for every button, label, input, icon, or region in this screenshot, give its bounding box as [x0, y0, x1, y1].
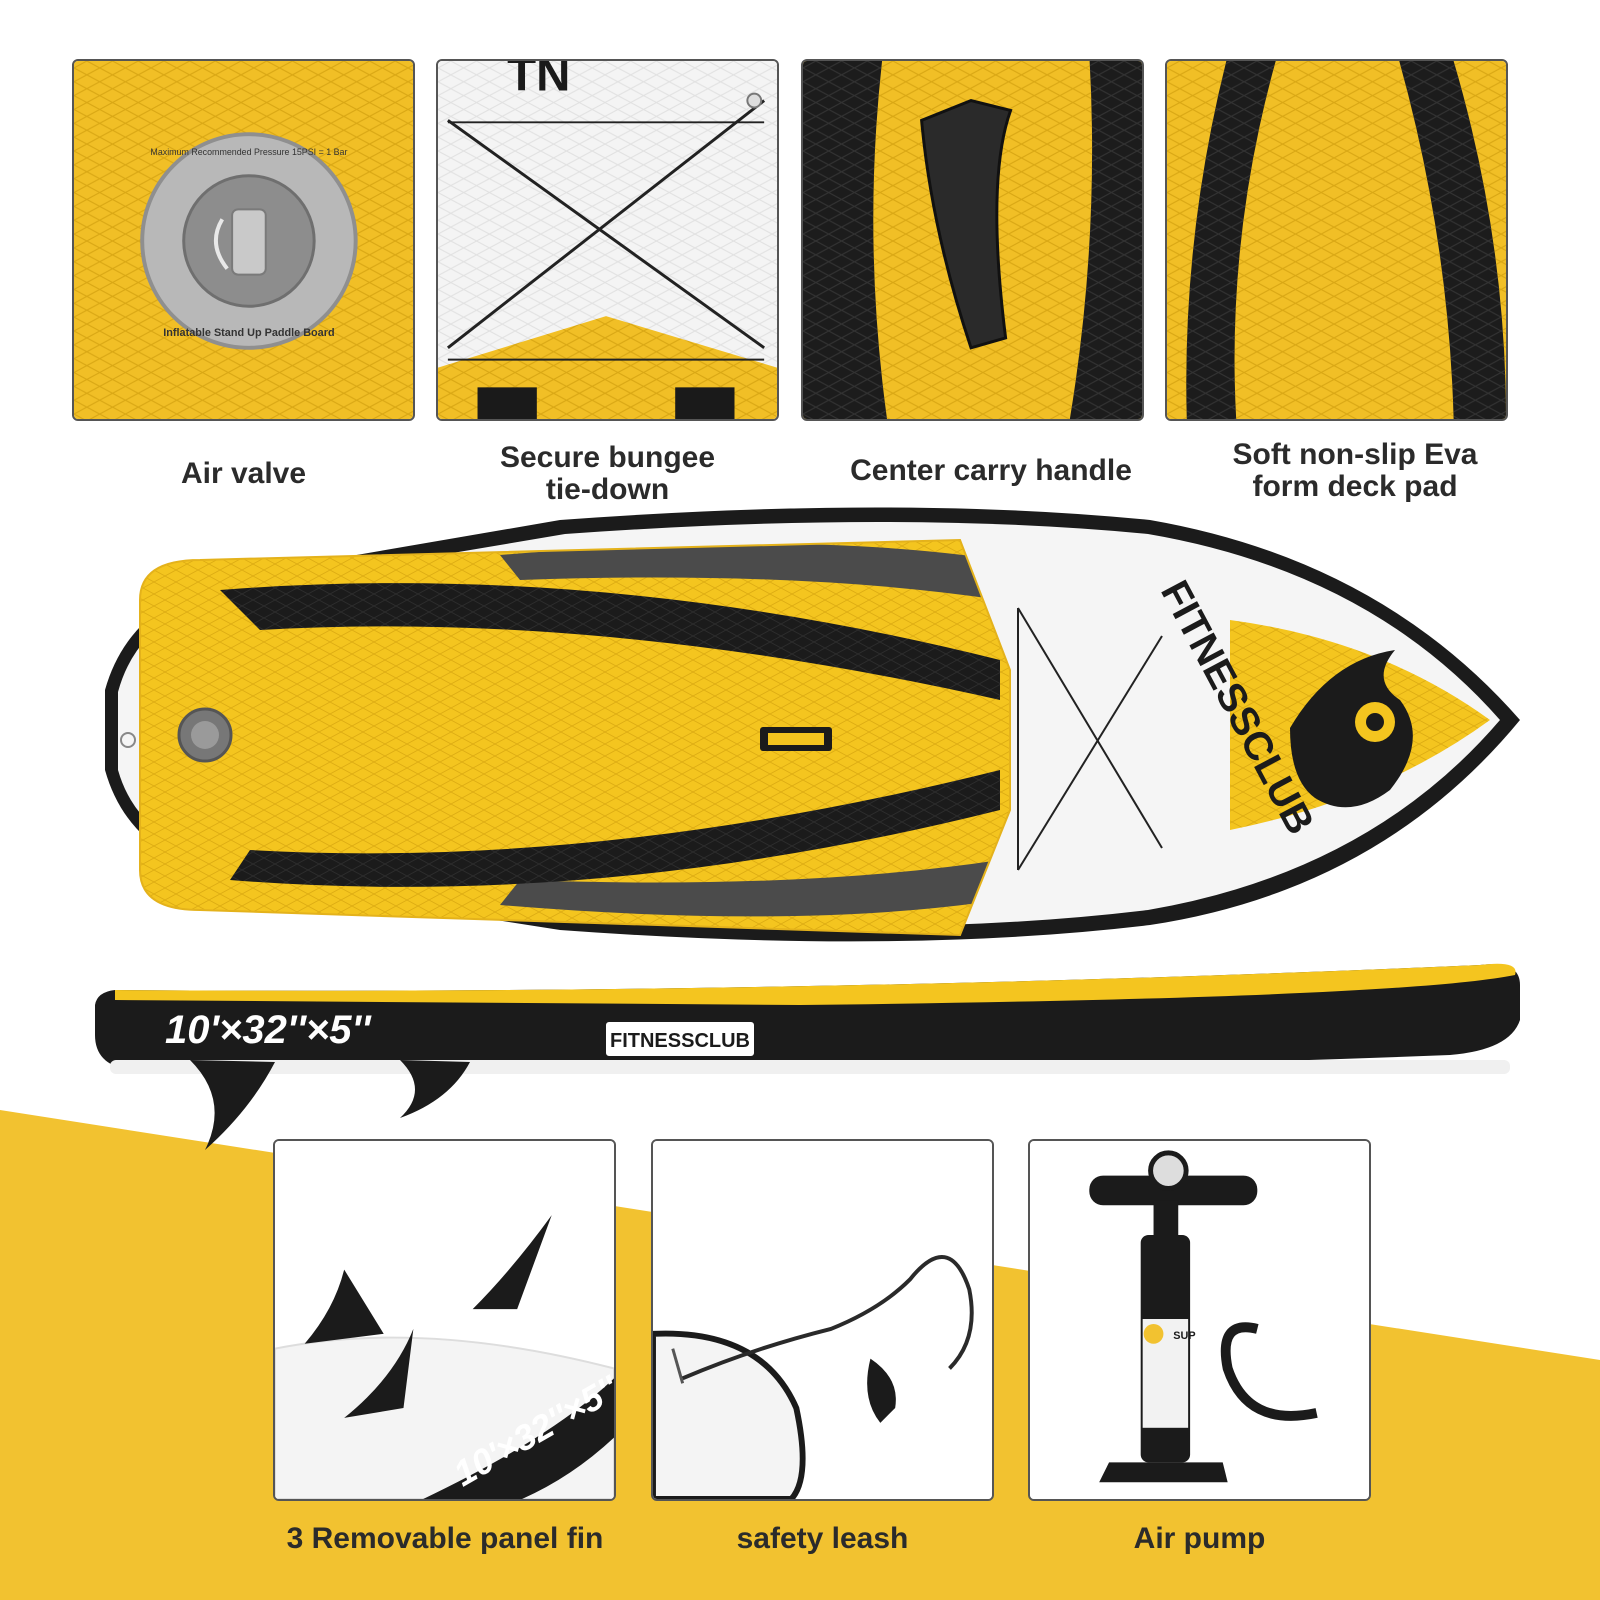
- fin-icon: [472, 1215, 552, 1310]
- bungee-photo: TN: [436, 59, 779, 421]
- svg-text:Maximum Recommended Pressure 1: Maximum Recommended Pressure 15PSI = 1 B…: [150, 147, 347, 157]
- pump-handle-icon: [1089, 1175, 1258, 1206]
- fin-icon: [304, 1269, 384, 1344]
- deck-pad-caption-line2: form deck pad: [1252, 470, 1458, 503]
- ankle-cuff-icon: [867, 1358, 896, 1423]
- pump-caption: Air pump: [1133, 1522, 1266, 1555]
- pump-hose-icon: [1220, 1322, 1318, 1421]
- carry-handle-photo: [801, 59, 1144, 421]
- pressure-gauge-icon: [1148, 1150, 1189, 1191]
- leash-coil-icon: [681, 1255, 974, 1381]
- air-valve-photo: Maximum Recommended Pressure 15PSI = 1 B…: [72, 59, 415, 421]
- bungee-caption: Secure bungee tie-down: [436, 442, 779, 506]
- svg-text:Inflatable Stand Up Paddle Boa: Inflatable Stand Up Paddle Board: [163, 327, 334, 339]
- bungee-caption-line1: Secure bungee: [499, 441, 716, 474]
- fins-caption: 3 Removable panel fin: [286, 1522, 604, 1555]
- carry-handle-caption: Center carry handle: [850, 454, 1132, 487]
- leash-photo: [651, 1139, 994, 1501]
- pump-photo: SUP: [1028, 1139, 1371, 1501]
- bungee-caption-line2: tie-down: [545, 473, 670, 506]
- svg-text:TN: TN: [507, 61, 570, 102]
- leash-caption: safety leash: [736, 1522, 909, 1555]
- fins-photo: 10'×32''×5'': [273, 1139, 616, 1501]
- deck-pad-caption-line1: Soft non-slip Eva: [1232, 438, 1478, 471]
- deck-pad-caption: Soft non-slip Eva form deck pad: [1165, 439, 1545, 503]
- fin-icon: [344, 1328, 414, 1418]
- deck-pad-photo: [1165, 59, 1508, 421]
- pump-sticker-text: SUP: [1173, 1330, 1195, 1342]
- handle-icon: [920, 99, 1013, 350]
- air-valve-caption: Air valve: [180, 457, 307, 490]
